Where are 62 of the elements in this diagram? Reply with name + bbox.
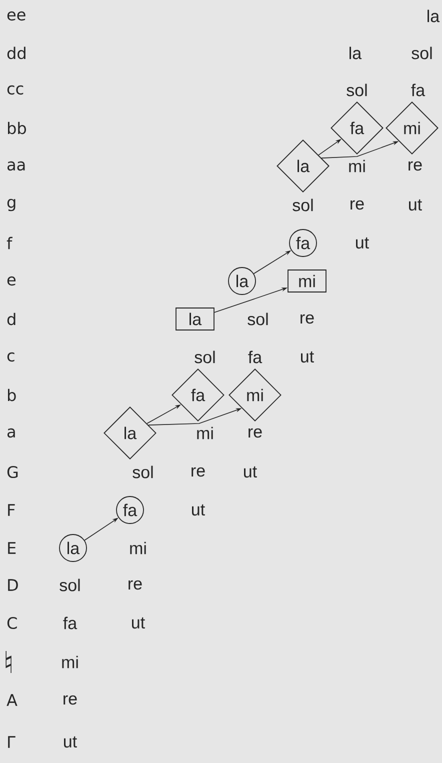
syllable: mi xyxy=(349,160,365,172)
row-letter: Γ xyxy=(8,736,16,748)
diamond-box: fa xyxy=(172,368,224,422)
row-letter: g xyxy=(7,198,16,212)
syllable: la xyxy=(350,46,362,60)
row-letter: dd xyxy=(7,46,26,60)
syllable: fa xyxy=(63,616,78,630)
syllable: ut xyxy=(192,504,205,516)
syllable: ut xyxy=(244,466,257,478)
syllable: re xyxy=(300,314,314,324)
syllable: ut xyxy=(356,237,369,249)
syllable: sol xyxy=(132,466,153,478)
syllable: sol xyxy=(346,84,367,96)
row-letter: cc xyxy=(7,85,24,95)
row-letter: ee xyxy=(7,11,26,21)
syllable: re xyxy=(248,428,262,438)
row-letter: F xyxy=(8,504,15,516)
row-letter: D xyxy=(8,579,18,591)
syllable: sol xyxy=(292,198,313,212)
row-letter: d xyxy=(7,312,16,326)
row-letter: e xyxy=(7,276,16,286)
syllable: fa xyxy=(411,84,426,96)
square-box: mi xyxy=(288,270,326,292)
row-letter: b xyxy=(8,388,16,402)
syllable: sol xyxy=(194,350,215,364)
syllable: re xyxy=(192,467,205,477)
row-letter: aa xyxy=(7,161,25,171)
row-letter: C xyxy=(7,616,17,630)
syllable: mi xyxy=(130,542,146,554)
circle-box: la xyxy=(59,534,87,562)
row-letter: bb xyxy=(8,122,26,134)
row-letter: A xyxy=(6,694,18,706)
syllable: ut xyxy=(64,736,77,748)
diamond-box: mi xyxy=(228,368,282,422)
row-letter: ♮ xyxy=(6,651,12,673)
row-letter: a xyxy=(7,428,15,438)
syllable: fa xyxy=(248,350,262,364)
syllable: re xyxy=(128,580,142,590)
row-letter: G xyxy=(7,466,18,478)
syllable: la xyxy=(428,10,440,22)
syllable: sol xyxy=(248,312,268,326)
diamond-box: fa xyxy=(330,102,384,154)
syllable: ut xyxy=(132,617,145,629)
circle-box: fa xyxy=(116,496,144,524)
syllable: re xyxy=(64,695,77,705)
syllable: re xyxy=(350,200,364,210)
syllable: re xyxy=(408,161,422,171)
diamond-box: la xyxy=(104,406,156,460)
row-letter: E xyxy=(8,542,16,554)
square-box: la xyxy=(176,308,214,330)
syllable: mi xyxy=(197,426,213,440)
circle-box: la xyxy=(228,267,256,295)
row-letter: c xyxy=(7,352,14,362)
diamond-box: la xyxy=(276,140,330,192)
syllable: ut xyxy=(301,351,314,363)
row-letter: f xyxy=(6,236,12,250)
circle-box: fa xyxy=(289,229,317,257)
syllable: mi xyxy=(62,656,78,668)
syllable: sol xyxy=(412,46,432,60)
syllable: sol xyxy=(60,578,80,592)
syllable: ut xyxy=(409,199,422,211)
diamond-box: mi xyxy=(386,102,438,154)
